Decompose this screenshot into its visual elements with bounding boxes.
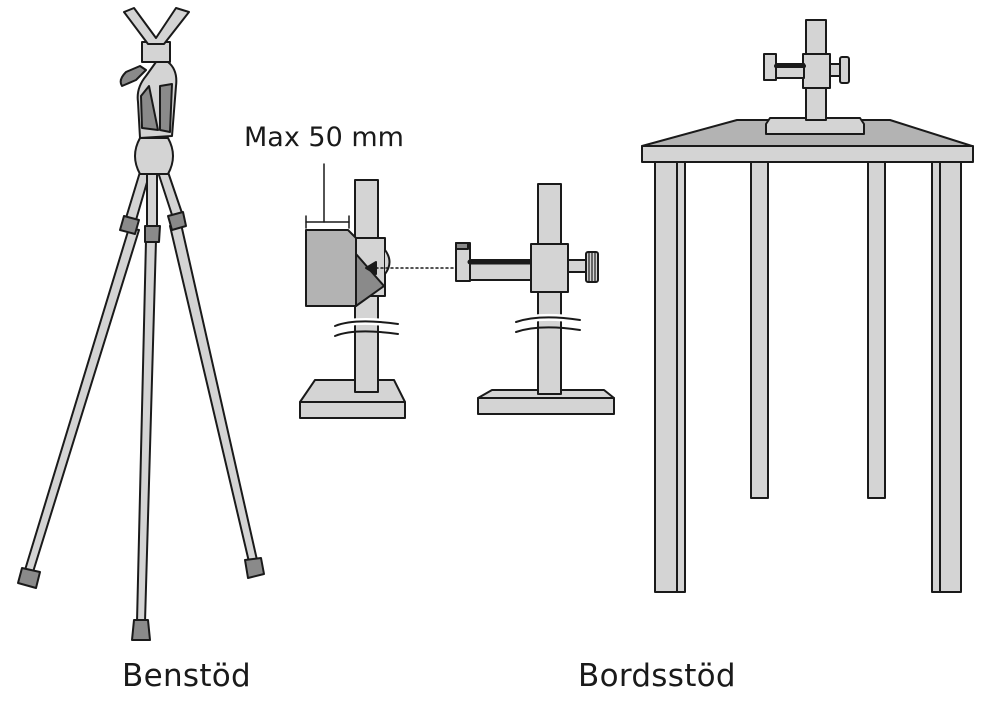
tripod-collar-middle (144, 225, 161, 243)
stand-with-device (299, 179, 406, 419)
table-stand-base (765, 117, 865, 135)
tripod-foot-middle (131, 619, 151, 641)
tripod-collar-right (167, 211, 187, 231)
table-leg-back-right (867, 159, 886, 499)
tripod-leg-left (24, 227, 140, 573)
stand-base-left (299, 379, 406, 419)
table-leg-front-right (931, 159, 962, 593)
table-leg-front-left (654, 159, 686, 593)
device-body (305, 229, 357, 307)
stand-with-clamp (455, 183, 615, 415)
tripod-foot-left (17, 567, 41, 589)
dimension-marker (305, 163, 350, 229)
tripod-foot-right (244, 557, 265, 579)
clamp-block-right (530, 243, 569, 293)
tripod-v-yoke (123, 7, 190, 45)
clamp-screw (567, 259, 587, 273)
table-stand (641, 19, 974, 593)
tripod-upper-leg-right (157, 171, 184, 219)
table-clamp-knob (839, 56, 850, 84)
tripod-leg-right (169, 223, 258, 563)
tripod-grip-right (159, 83, 173, 133)
table-clamp-block (802, 53, 831, 89)
tripod-collar-left (119, 215, 140, 235)
table-stand-caption: Bordsstöd (578, 658, 736, 694)
tripod-caption: Benstöd (122, 658, 252, 694)
tripod-trigger (119, 65, 147, 87)
tripod-hub (134, 137, 174, 175)
tripod-shooting-stick (17, 7, 265, 641)
table-clamp-jaw (763, 53, 777, 81)
tripod-grip-left (140, 85, 159, 131)
table-leg-back-left (750, 159, 769, 499)
table-clamp-screw (829, 63, 841, 77)
tripod-upper-leg-middle (146, 171, 158, 229)
max-dimension-label: Max 50 mm (244, 122, 404, 153)
table-top-edge (641, 145, 974, 163)
tripod-leg-middle (136, 239, 157, 623)
